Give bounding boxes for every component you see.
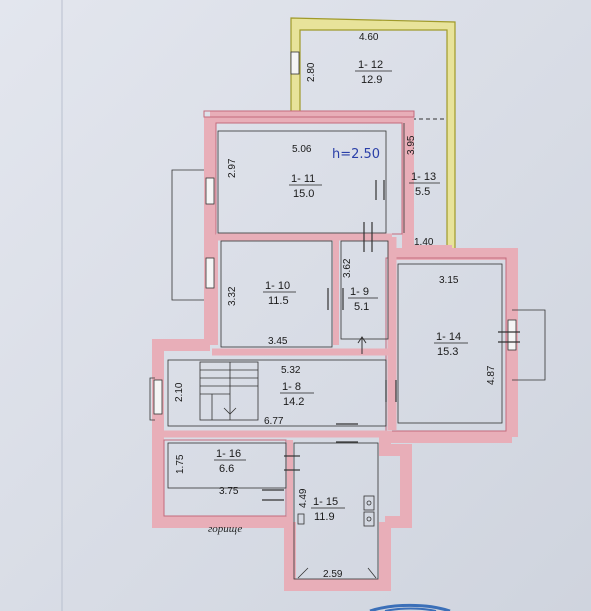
dimension-label: 1.75 (175, 454, 186, 474)
room-label-10: 1- 10 11.5 (263, 280, 296, 307)
windows (153, 51, 517, 415)
room-area: 6.6 (219, 463, 234, 475)
room-label-14: 1- 14 15.3 (434, 331, 468, 358)
room-label-16: 1- 16 6.6 (214, 448, 246, 475)
room-number: 1- 8 (282, 381, 301, 393)
room-number: 1- 9 (350, 286, 369, 298)
room-area: 15.0 (293, 188, 314, 200)
ceiling-height-note: h=2.50 (332, 147, 380, 162)
room-area: 5.5 (415, 186, 430, 198)
arrow-head-icon (357, 336, 367, 344)
room-area: 15.3 (437, 346, 458, 358)
room-number: 1- 14 (436, 331, 461, 343)
attic-label: горище (208, 523, 242, 535)
room-label-15: 1- 15 11.9 (311, 496, 345, 523)
room-area: 5.1 (354, 301, 369, 313)
dimension-label: 3.45 (268, 336, 288, 347)
room-area: 14.2 (283, 396, 304, 408)
room-number: 1- 11 (291, 173, 315, 185)
dimension-label: 2.80 (306, 62, 317, 82)
dimension-label: 2.59 (323, 569, 343, 580)
room-number: 1- 13 (411, 171, 436, 183)
dimension-label: 3.95 (406, 135, 417, 155)
room-area: 11.9 (314, 511, 335, 523)
room-number: 1- 15 (313, 496, 338, 508)
dimension-label: 4.49 (298, 488, 309, 508)
room-label-12: 1- 12 12.9 (355, 59, 392, 86)
dimension-label: 2.10 (174, 382, 185, 402)
dimension-label: 6.77 (264, 416, 284, 427)
dimension-label: 3.62 (342, 258, 353, 278)
room-label-13: 1- 13 5.5 (409, 171, 440, 198)
bathroom-fixtures (297, 495, 377, 579)
stamp-inner (384, 607, 437, 611)
room-number: 1- 10 (265, 280, 290, 292)
staircase (199, 361, 259, 421)
room-number: 1- 16 (216, 448, 241, 460)
dimension-label: 3.75 (219, 486, 239, 497)
dimension-label: 1.40 (414, 237, 434, 248)
porches (149, 169, 546, 421)
dimension-label: 2.97 (227, 158, 238, 178)
room-label-9: 1- 9 5.1 (348, 286, 378, 313)
dimension-label: 4.60 (359, 32, 379, 43)
dimension-label: 3.15 (439, 275, 459, 286)
room-label-8: 1- 8 14.2 (280, 381, 314, 408)
dimension-label: 4.87 (486, 365, 497, 385)
stamp (369, 603, 451, 611)
dimension-label: 5.32 (281, 365, 301, 376)
room-area: 12.9 (361, 74, 382, 86)
room-area: 11.5 (268, 295, 289, 307)
room-label-11: 1- 11 15.0 (289, 173, 322, 200)
dimension-label: 3.32 (227, 286, 238, 306)
room-number: 1- 12 (358, 59, 383, 71)
dimension-label: 5.06 (292, 144, 312, 155)
doors (262, 180, 520, 501)
